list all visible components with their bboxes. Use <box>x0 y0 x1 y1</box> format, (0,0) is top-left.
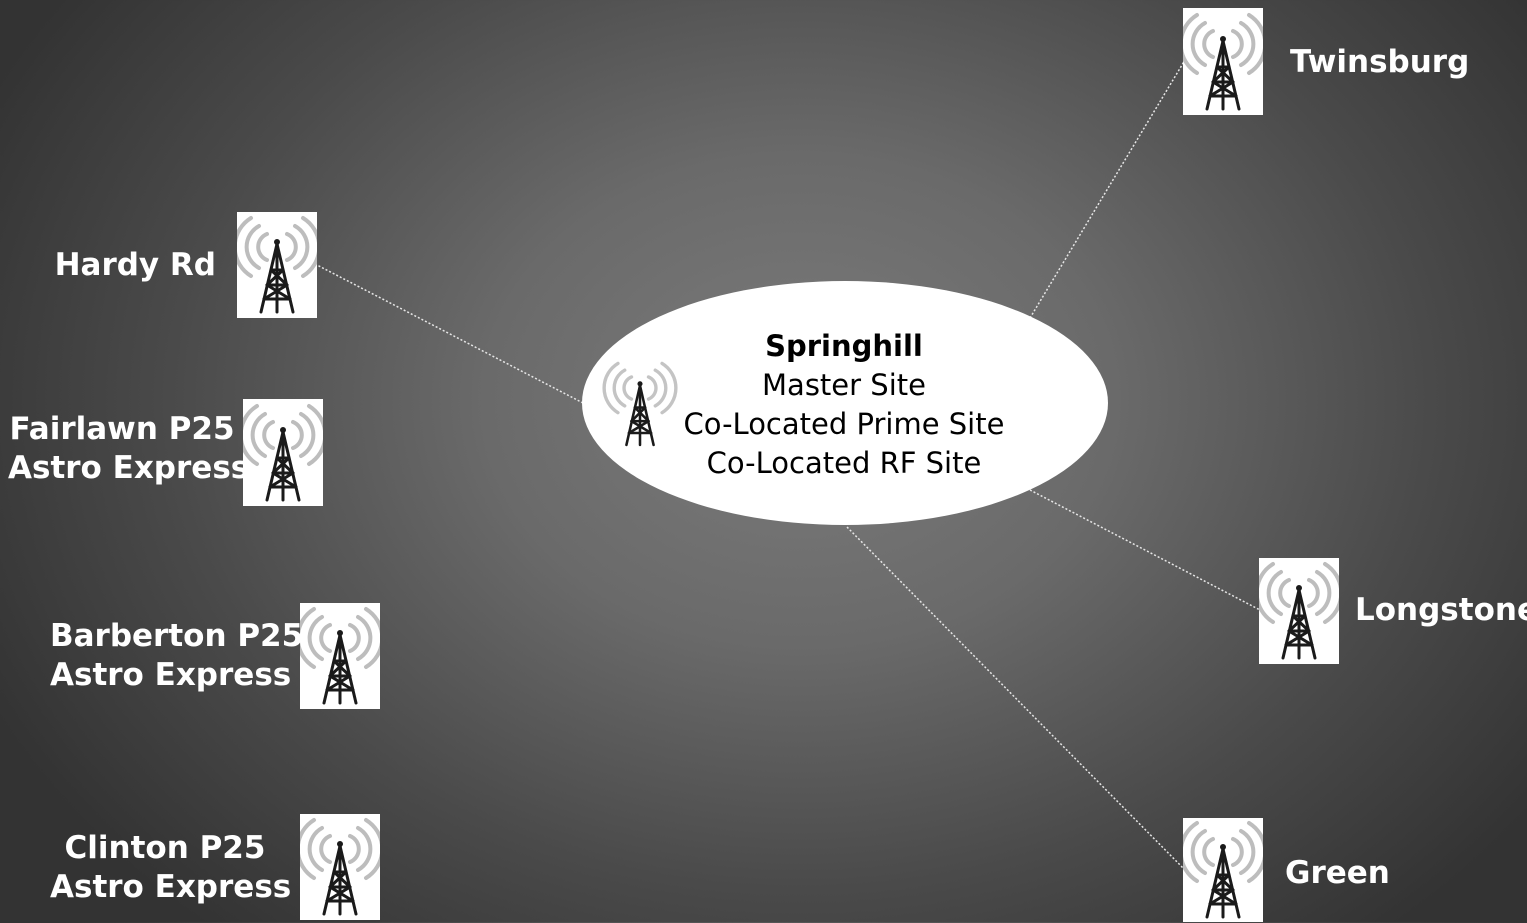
fairlawn-label: Fairlawn P25 Astro Express <box>8 410 250 488</box>
barberton-label: Barberton P25 Astro Express <box>50 617 304 695</box>
barberton-tower-icon[interactable] <box>300 603 380 709</box>
clinton-tower-icon[interactable] <box>300 814 380 920</box>
hub-role-rf: Co-Located RF Site <box>706 446 982 480</box>
twinsburg-name: Twinsburg <box>1290 44 1470 80</box>
twinsburg-label: Twinsburg <box>1290 43 1469 82</box>
hub-name: Springhill <box>765 329 923 363</box>
link-green <box>846 526 1186 871</box>
green-name: Green <box>1285 855 1390 891</box>
clinton-line1: Clinton P25 <box>64 830 266 866</box>
twinsburg-tower-icon[interactable] <box>1183 8 1263 115</box>
springhill-hub-label: Springhill Master Site Co-Located Prime … <box>580 327 1108 483</box>
clinton-line2: Astro Express <box>50 869 292 905</box>
hub-role-prime: Co-Located Prime Site <box>683 407 1005 441</box>
barberton-line2: Astro Express <box>50 657 292 693</box>
radio-tower-icon <box>600 360 680 450</box>
barberton-line1: Barberton P25 <box>50 618 304 654</box>
clinton-label: Clinton P25 Astro Express <box>50 829 292 907</box>
fairlawn-line1: Fairlawn P25 <box>9 411 235 447</box>
fairlawn-tower-icon[interactable] <box>243 399 323 506</box>
green-label: Green <box>1285 854 1390 893</box>
link-twinsburg <box>1029 59 1186 319</box>
longstone-label: Longstone <box>1355 591 1527 630</box>
hardy-rd-tower-icon[interactable] <box>237 212 317 318</box>
link-longstone <box>1029 489 1261 611</box>
hardy-rd-name: Hardy Rd <box>54 247 216 283</box>
hub-role-master: Master Site <box>762 368 926 402</box>
longstone-tower-icon[interactable] <box>1259 558 1339 664</box>
green-tower-icon[interactable] <box>1183 818 1263 922</box>
link-hardy-rd <box>316 264 584 404</box>
fairlawn-line2: Astro Express <box>8 450 250 486</box>
hardy-rd-label: Hardy Rd <box>40 246 216 285</box>
springhill-hub-ellipse[interactable] <box>582 281 1108 525</box>
longstone-name: Longstone <box>1355 592 1527 628</box>
